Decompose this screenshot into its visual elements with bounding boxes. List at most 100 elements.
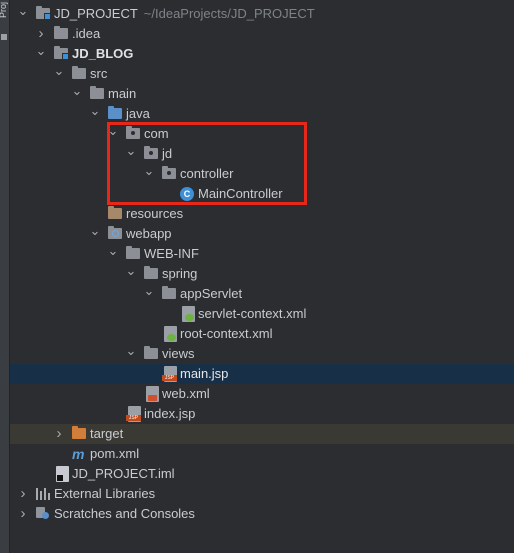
chevron-down-icon[interactable] (17, 4, 29, 24)
servlet-context-label: servlet-context.xml (198, 306, 307, 321)
tree-row-scratches[interactable]: Scratches and Consoles (10, 504, 514, 524)
index-jsp-label: index.jsp (144, 406, 196, 421)
tree-row-spring[interactable]: spring (10, 264, 514, 284)
chevron-down-icon[interactable] (71, 84, 83, 104)
tree-row-src[interactable]: src (10, 64, 514, 84)
tree-row-resources[interactable]: resources (10, 204, 514, 224)
iml-label: JD_PROJECT.iml (72, 466, 175, 481)
tree-row-main-controller[interactable]: C MainController (10, 184, 514, 204)
module-label: JD_BLOG (72, 46, 134, 61)
web-folder-icon (108, 226, 122, 239)
java-class-icon: C (180, 187, 194, 201)
tree-row-web-xml[interactable]: web.xml (10, 384, 514, 404)
project-root-path: ~/IdeaProjects/JD_PROJECT (143, 6, 315, 21)
folder-icon (144, 266, 158, 279)
com-label: com (144, 126, 169, 141)
spring-label: spring (162, 266, 198, 281)
main-jsp-label: main.jsp (180, 366, 229, 381)
tree-row-root-context[interactable]: root-context.xml (10, 324, 514, 344)
resources-label: resources (126, 206, 184, 221)
views-label: views (162, 346, 195, 361)
package-icon (144, 146, 158, 159)
folder-icon (72, 66, 86, 79)
jsp-file-icon (126, 406, 141, 422)
external-libraries-label: External Libraries (54, 486, 156, 501)
main-label: main (108, 86, 137, 101)
chevron-down-icon[interactable] (53, 64, 65, 84)
project-root-label: JD_PROJECT (54, 6, 138, 21)
tree-row-index-jsp[interactable]: index.jsp (10, 404, 514, 424)
src-label: src (90, 66, 108, 81)
jd-label: jd (162, 146, 173, 161)
folder-icon (54, 26, 68, 39)
package-icon (162, 166, 176, 179)
project-tool-window-tab[interactable]: Proj (0, 0, 10, 553)
chevron-down-icon[interactable] (143, 284, 155, 304)
chevron-down-icon[interactable] (35, 44, 47, 64)
tree-row-external-libraries[interactable]: External Libraries (10, 484, 514, 504)
root-context-label: root-context.xml (180, 326, 273, 341)
project-tree: JD_PROJECT ~/IdeaProjects/JD_PROJECT .ide… (10, 4, 514, 524)
tree-row-controller[interactable]: controller (10, 164, 514, 184)
spring-xml-file-icon (182, 306, 195, 322)
resources-folder-icon (108, 206, 122, 219)
idea-folder-label: .idea (72, 26, 101, 41)
chevron-right-icon[interactable] (17, 484, 29, 504)
tree-row-iml[interactable]: JD_PROJECT.iml (10, 464, 514, 484)
chevron-right-icon[interactable] (53, 424, 65, 444)
folder-icon (90, 86, 104, 99)
chevron-down-icon[interactable] (107, 124, 119, 144)
web-xml-label: web.xml (162, 386, 210, 401)
webapp-label: webapp (126, 226, 172, 241)
iml-file-icon (56, 466, 69, 482)
module-folder-icon (36, 6, 51, 20)
scratches-label: Scratches and Consoles (54, 506, 195, 521)
tree-row-pom[interactable]: m pom.xml (10, 444, 514, 464)
tree-row-servlet-context[interactable]: servlet-context.xml (10, 304, 514, 324)
tree-row-web-inf[interactable]: WEB-INF (10, 244, 514, 264)
tree-row-target[interactable]: target (10, 424, 514, 444)
scratches-icon (36, 507, 50, 521)
target-label: target (90, 426, 124, 441)
folder-icon (162, 286, 176, 299)
module-folder-icon (54, 46, 69, 60)
folder-icon (144, 346, 158, 359)
chevron-right-icon[interactable] (35, 24, 47, 44)
chevron-down-icon[interactable] (89, 104, 101, 124)
tree-row-module[interactable]: JD_BLOG (10, 44, 514, 64)
xml-file-icon (146, 386, 159, 402)
chevron-down-icon[interactable] (125, 344, 137, 364)
package-icon (126, 126, 140, 139)
tree-row-main-jsp[interactable]: main.jsp (10, 364, 514, 384)
tree-row-jd[interactable]: jd (10, 144, 514, 164)
maven-icon: m (72, 446, 85, 462)
spring-xml-file-icon (164, 326, 177, 342)
chevron-down-icon[interactable] (107, 244, 119, 264)
pom-label: pom.xml (90, 446, 140, 461)
main-controller-label: MainController (198, 186, 283, 201)
folder-icon (126, 246, 140, 259)
web-inf-label: WEB-INF (144, 246, 199, 261)
tree-row-app-servlet[interactable]: appServlet (10, 284, 514, 304)
excluded-folder-icon (72, 426, 86, 439)
chevron-down-icon[interactable] (89, 224, 101, 244)
library-icon (36, 488, 50, 500)
controller-label: controller (180, 166, 234, 181)
tree-row-com[interactable]: com (10, 124, 514, 144)
tree-row-main[interactable]: main (10, 84, 514, 104)
tree-row-project-root[interactable]: JD_PROJECT ~/IdeaProjects/JD_PROJECT (10, 4, 514, 24)
chevron-down-icon[interactable] (125, 144, 137, 164)
project-tab-label: Proj (0, 2, 8, 19)
java-label: java (126, 106, 150, 121)
source-folder-icon (108, 106, 122, 119)
chevron-down-icon[interactable] (125, 264, 137, 284)
tab-indicator-icon (1, 34, 7, 40)
tree-row-java[interactable]: java (10, 104, 514, 124)
chevron-right-icon[interactable] (17, 504, 29, 524)
tree-row-idea[interactable]: .idea (10, 24, 514, 44)
chevron-down-icon[interactable] (143, 164, 155, 184)
tree-row-views[interactable]: views (10, 344, 514, 364)
app-servlet-label: appServlet (180, 286, 243, 301)
jsp-file-icon (162, 366, 177, 382)
tree-row-webapp[interactable]: webapp (10, 224, 514, 244)
